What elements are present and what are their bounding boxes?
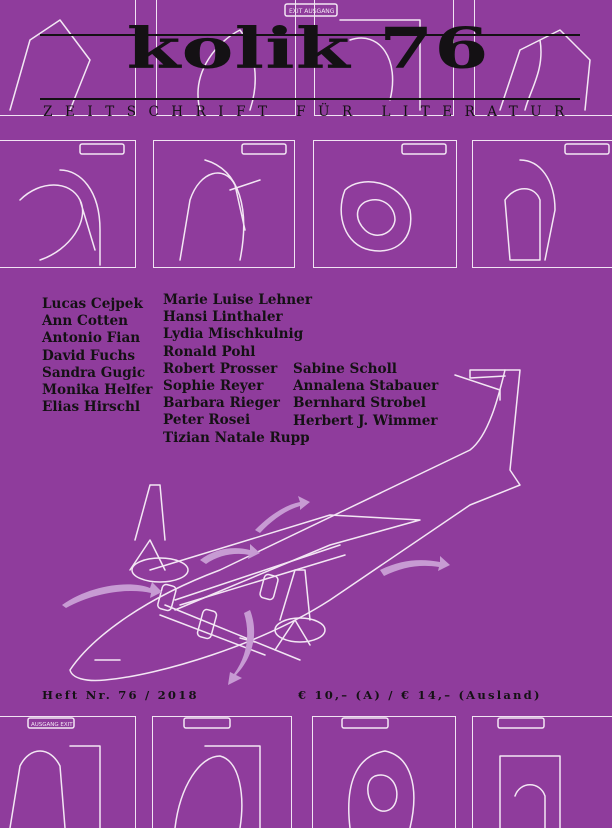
- bottom-strip-drawing: AUSGANG EXIT: [9, 717, 561, 828]
- exit-sign-label: EXIT AUSGANG: [289, 8, 335, 15]
- illustration-panel: [472, 140, 612, 268]
- top-illustration-strip: EXIT AUSGANG: [0, 0, 612, 130]
- author-name: Hansi Linthaler: [163, 309, 283, 326]
- illustration-panel: [152, 716, 292, 828]
- bottom-illustration-strip: AUSGANG EXIT: [0, 716, 612, 828]
- curved-arrow-icon: [200, 544, 260, 564]
- curved-arrow-icon: [228, 610, 255, 685]
- exit-sign-label: AUSGANG EXIT: [31, 722, 73, 728]
- author-name: Monika Helfer: [42, 382, 153, 399]
- upper-illustration-strip: [0, 140, 612, 270]
- author-name: Ronald Pohl: [163, 343, 256, 360]
- magazine-title: kolik 76: [126, 15, 490, 82]
- author-name: Lydia Mischkulnig: [163, 326, 304, 343]
- curved-arrow-icon: [255, 496, 310, 533]
- author-name: Sophie Reyer: [163, 378, 264, 395]
- author-name: Peter Rosei: [163, 412, 251, 429]
- author-name: Tizian Natale Rupp: [163, 429, 310, 446]
- author-column-2: Marie Luise Lehner Hansi Linthaler Lydia…: [163, 292, 312, 447]
- illustration-panel: [156, 0, 296, 116]
- author-name: Lucas Cejpek: [42, 296, 143, 312]
- illustration-panel: [314, 0, 454, 116]
- author-column-3: Sabine Scholl Annalena Stabauer Bernhard…: [293, 361, 438, 430]
- author-name: Annalena Stabauer: [293, 378, 439, 395]
- masthead: kolik 76 ZEITSCHRIFT FÜR LITERATUR: [0, 0, 612, 140]
- author-name: Sabine Scholl: [293, 361, 397, 377]
- author-name: Sandra Gugic: [42, 364, 146, 381]
- author-name: Marie Luise Lehner: [163, 292, 312, 308]
- author-name: David Fuchs: [42, 347, 136, 364]
- author-name: Bernhard Strobel: [293, 395, 426, 412]
- illustration-panel: [0, 716, 136, 828]
- illustration-panel: [0, 0, 136, 116]
- illustration-panel: [312, 716, 456, 828]
- illustration-panel: [313, 140, 457, 268]
- issue-price: € 10,– (A) / € 14,– (Ausland): [298, 688, 542, 702]
- upper-strip-drawing: [19, 143, 610, 266]
- illustration-panel: [472, 716, 612, 828]
- curved-arrow-icon: [380, 556, 450, 576]
- illustration-panel: [0, 140, 136, 268]
- illustration-panel: [474, 0, 612, 116]
- author-name: Robert Prosser: [163, 360, 278, 377]
- author-name: Antonio Fian: [42, 330, 141, 347]
- author-name: Ann Cotten: [42, 313, 129, 330]
- magazine-subtitle: ZEITSCHRIFT FÜR LITERATUR: [43, 104, 577, 120]
- author-column-1: Lucas Cejpek Ann Cotten Antonio Fian Dav…: [42, 296, 152, 416]
- illustration-panel: [153, 140, 295, 268]
- top-strip-drawing: EXIT AUSGANG: [9, 3, 591, 111]
- airplane-illustration: [62, 369, 521, 685]
- title-bottom-rule: [40, 98, 580, 100]
- issue-number: Heft Nr. 76 / 2018: [42, 688, 199, 702]
- author-name: Herbert J. Wimmer: [293, 412, 438, 429]
- author-name: Barbara Rieger: [163, 395, 280, 412]
- title-top-rule: [40, 34, 580, 36]
- author-name: Elias Hirschl: [42, 399, 141, 416]
- curved-arrow-icon: [62, 582, 162, 608]
